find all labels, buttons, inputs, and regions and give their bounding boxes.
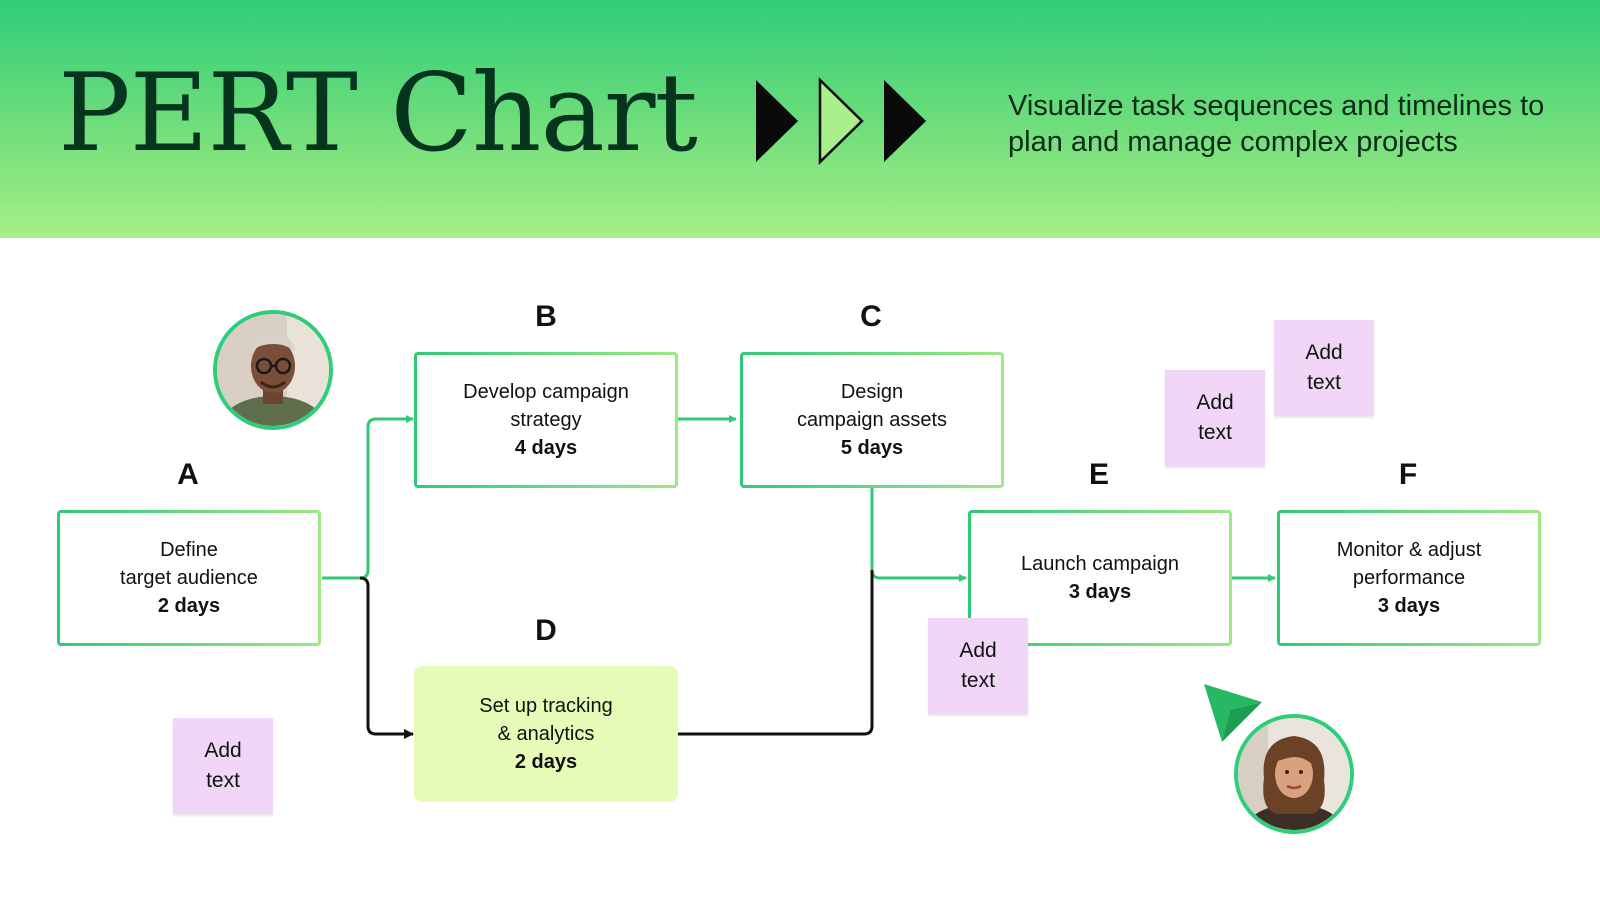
node-c-letter: C — [860, 300, 882, 333]
chevron-right-icon — [884, 80, 926, 162]
task-duration: 2 days — [157, 595, 221, 617]
sticky-note-text: Add — [204, 739, 242, 762]
sticky-note[interactable]: Add text — [173, 718, 273, 814]
task-name: performance — [1352, 567, 1466, 589]
sticky-note-text: text — [1198, 421, 1232, 444]
page-subtitle: Visualize task sequences and timelines t… — [1008, 90, 1545, 158]
task-node-a[interactable]: Define target audience 2 days — [57, 510, 321, 646]
connector-a-b — [322, 415, 414, 580]
cursor-arrow-icon — [1204, 684, 1262, 742]
sticky-note-text: text — [961, 669, 995, 692]
task-node-f[interactable]: Monitor & adjust performance 3 days — [1277, 510, 1541, 646]
task-duration: 3 days — [1377, 595, 1441, 617]
node-f-letter: F — [1398, 458, 1418, 491]
sticky-note[interactable]: Add text — [1165, 370, 1265, 466]
task-name: campaign assets — [796, 409, 948, 431]
man-with-glasses-avatar — [213, 310, 333, 430]
node-b-letter: B — [535, 300, 557, 333]
task-node-b[interactable]: Develop campaign strategy 4 days — [414, 352, 678, 488]
sticky-note[interactable]: Add text — [1274, 320, 1374, 416]
task-node-c[interactable]: Design campaign assets 5 days — [740, 352, 1004, 488]
header-banner — [0, 0, 1600, 238]
chevrons-decoration — [756, 77, 926, 165]
task-name: Launch campaign — [1021, 553, 1179, 575]
sticky-note-text: Add — [959, 639, 997, 662]
node-e-letter: E — [1088, 458, 1109, 491]
task-name: Design — [840, 381, 904, 403]
task-duration: 2 days — [514, 751, 578, 773]
task-name: strategy — [510, 409, 582, 431]
sticky-note-text: text — [206, 769, 240, 792]
task-name: Set up tracking — [479, 695, 613, 717]
task-name: & analytics — [497, 723, 595, 745]
avatar-illustration — [217, 314, 329, 426]
connector-d-e — [677, 570, 874, 736]
chevron-right-icon — [818, 77, 864, 165]
node-a-letter: A — [177, 458, 199, 491]
task-duration: 4 days — [514, 437, 578, 459]
sticky-note[interactable]: Add text — [928, 618, 1028, 714]
connector-a-d — [359, 576, 414, 739]
page-title: PERT Chart — [58, 51, 698, 176]
task-name: Define — [160, 539, 218, 561]
task-name: target audience — [120, 567, 258, 589]
node-d-letter: D — [535, 614, 557, 647]
chevron-right-icon — [756, 80, 798, 162]
sticky-note-text: Add — [1196, 391, 1234, 414]
sticky-note-text: text — [1307, 371, 1341, 394]
connector-c-e — [870, 487, 967, 582]
task-name: Develop campaign — [463, 381, 629, 403]
task-node-d[interactable]: Set up tracking & analytics 2 days — [414, 666, 678, 802]
task-duration: 5 days — [840, 437, 904, 459]
task-name: Monitor & adjust — [1336, 539, 1482, 561]
task-duration: 3 days — [1068, 581, 1132, 603]
sticky-note-text: Add — [1305, 341, 1343, 364]
